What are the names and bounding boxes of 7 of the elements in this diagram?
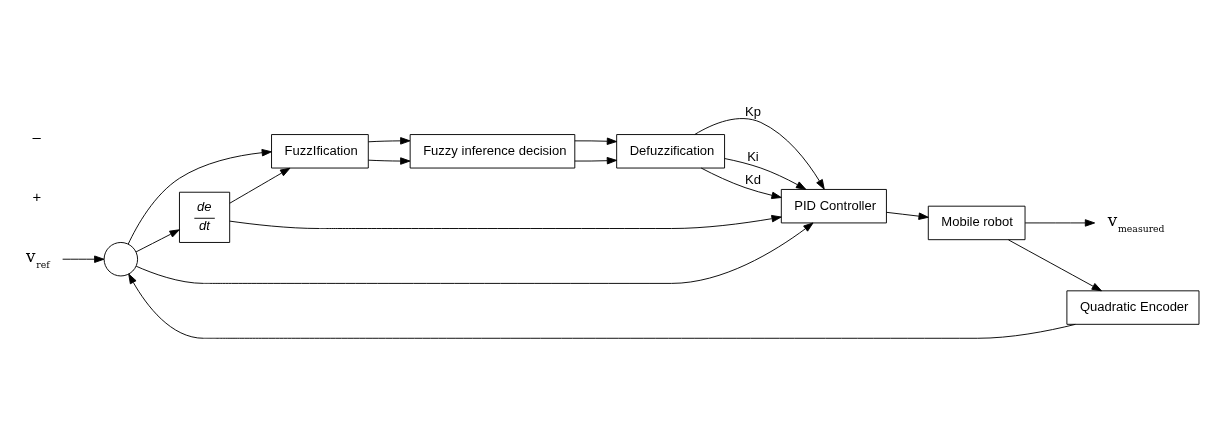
- label: +: [32, 189, 42, 206]
- node-text: v$_{measured}$: [1107, 210, 1165, 234]
- label: –: [32, 128, 41, 145]
- edge-label: Ki: [747, 148, 759, 164]
- edge-label: Kp: [744, 104, 761, 120]
- node-text: v$_{ref}$: [25, 246, 50, 270]
- edge-label: Kd: [744, 172, 761, 188]
